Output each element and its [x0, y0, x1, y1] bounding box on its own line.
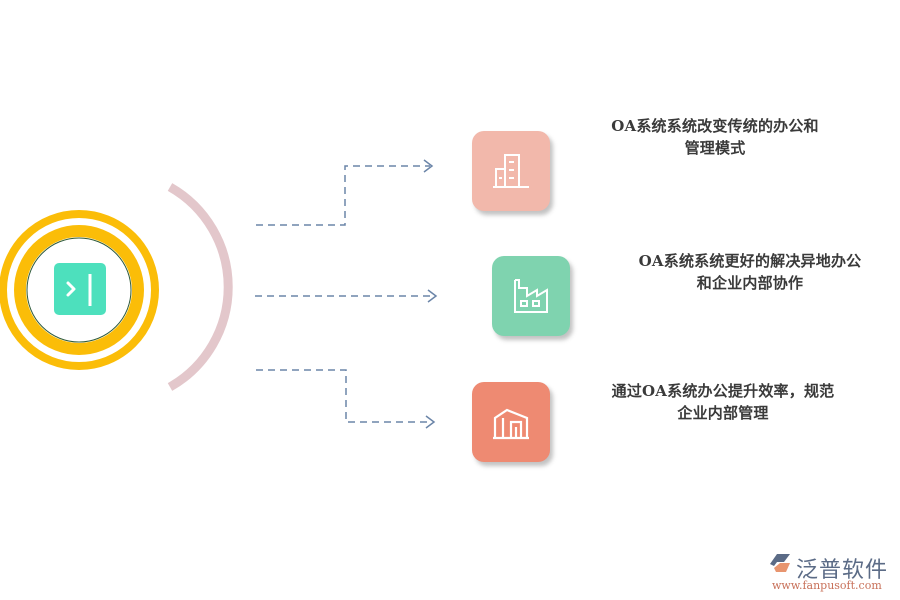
terminal-panel-icon [54, 263, 106, 315]
office-building-icon [493, 154, 529, 188]
item-card-2 [492, 256, 570, 336]
inner-ring [14, 225, 144, 355]
factory-icon [514, 279, 548, 313]
item-label-3-line1: 通过OA系统办公提升效率，规范 [611, 382, 835, 400]
item-label-1-line1: OA系统系统改变传统的办公和 [611, 117, 819, 135]
item-label-3: 通过OA系统办公提升效率，规范 企业内部管理 [583, 380, 863, 424]
item-label-2-line2: 和企业内部协作 [696, 274, 804, 292]
logo-icon [770, 554, 790, 572]
item-label-2-line1: OA系统系统更好的解决异地办公 [638, 252, 862, 270]
outer-ring [0, 210, 159, 370]
logo-url: www.fanpusoft.com [772, 579, 882, 592]
item-card-3 [472, 382, 550, 462]
item-label-1: OA系统系统改变传统的办公和 管理模式 [575, 115, 855, 159]
decorative-arc [167, 183, 233, 391]
connector-top [256, 165, 430, 226]
item-label-2: OA系统系统更好的解决异地办公 和企业内部协作 [610, 250, 890, 294]
item-card-1 [472, 131, 550, 211]
item-label-1-line2: 管理模式 [684, 139, 746, 157]
warehouse-icon [493, 408, 529, 440]
item-label-3-line2: 企业内部管理 [677, 404, 769, 422]
connector-bottom [256, 369, 432, 423]
logo-name: 泛普软件 [796, 558, 889, 583]
